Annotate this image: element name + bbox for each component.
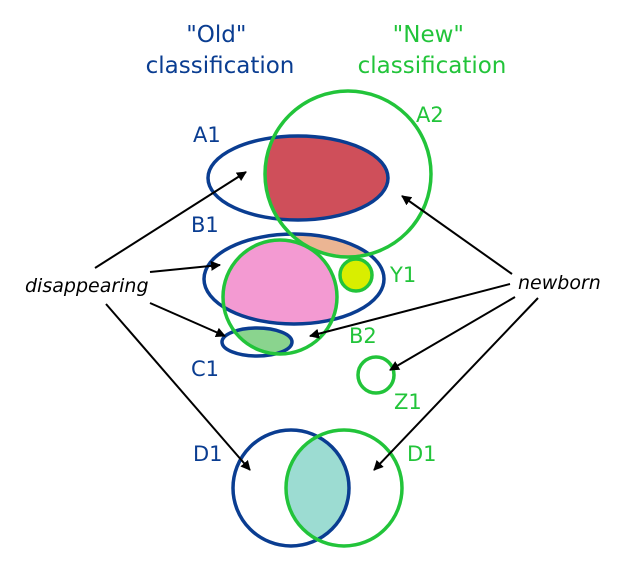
label-d1-new: D1 <box>407 442 437 466</box>
arrow-disappearing-to-c1 <box>149 302 226 337</box>
label-c1: C1 <box>191 357 219 381</box>
new-header-line1: "New" <box>393 22 464 48</box>
c1-ellipse <box>220 326 294 358</box>
z1-circle <box>356 355 396 395</box>
arrow-disappearing-to-d1 <box>105 303 251 471</box>
d1-old-circle <box>231 428 351 548</box>
b1-ellipse <box>202 232 386 326</box>
b1-b2-overlap <box>223 240 337 324</box>
a2-circle <box>263 89 433 259</box>
label-z1: Z1 <box>394 390 422 414</box>
label-newborn: newborn <box>518 272 601 294</box>
label-b1: B1 <box>191 213 219 237</box>
y1-circle <box>338 257 374 293</box>
old-classification-header: "Old" classification <box>146 22 295 79</box>
arrow-newborn-to-z1 <box>389 296 516 371</box>
label-b2: B2 <box>349 324 377 348</box>
arrow-disappearing-to-b1 <box>149 260 221 273</box>
label-y1: Y1 <box>389 263 416 287</box>
label-a1: A1 <box>193 123 221 147</box>
a1-ellipse <box>206 134 390 222</box>
a1-a2-overlap <box>265 136 388 220</box>
newborn-arrows <box>309 195 539 471</box>
d1-overlap <box>286 430 349 546</box>
old-header-line2: classification <box>146 53 295 79</box>
arrow-newborn-to-d1 <box>373 297 539 471</box>
new-header-line2: classification <box>358 53 507 79</box>
arrow-newborn-to-b2 <box>309 283 511 339</box>
label-disappearing: disappearing <box>25 275 149 297</box>
label-d1-old: D1 <box>193 442 223 466</box>
b2-circle <box>221 238 339 356</box>
label-a2: A2 <box>416 103 444 127</box>
new-classification-header: "New" classification <box>358 22 507 79</box>
old-header-line1: "Old" <box>186 22 246 48</box>
arrow-newborn-to-a2 <box>401 195 513 275</box>
disappearing-arrows <box>94 171 251 471</box>
arrow-disappearing-to-a1 <box>94 171 247 269</box>
d1-new-circle <box>284 428 404 548</box>
